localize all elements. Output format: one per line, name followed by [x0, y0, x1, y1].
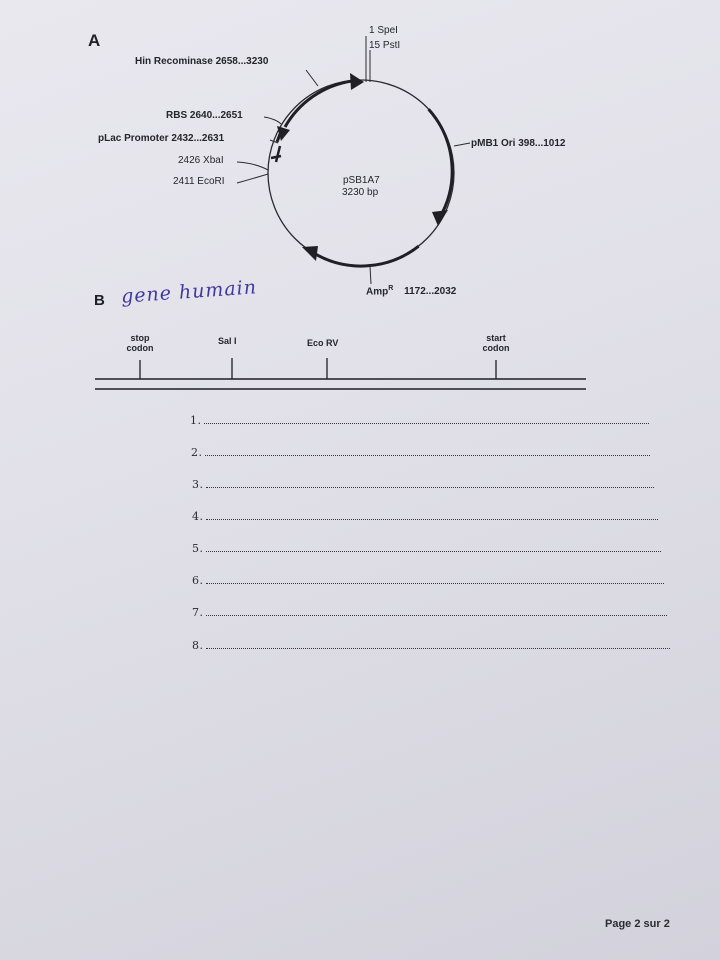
- answer-line: 3.: [192, 478, 654, 491]
- answer-number: 1.: [190, 414, 202, 427]
- stop-codon-line2: codon: [126, 343, 154, 353]
- pmb1-arrowhead: [432, 210, 448, 226]
- answer-line: 7.: [192, 606, 667, 619]
- answer-line: 4.: [192, 510, 658, 523]
- answer-line: 6.: [192, 574, 664, 587]
- pmb1-ori-label: pMB1 Ori 398...1012: [471, 138, 566, 149]
- hin-arrowhead: [350, 73, 364, 90]
- rbs-leader: [263, 116, 282, 125]
- plasmid-size: 3230 bp: [342, 187, 379, 198]
- start-codon-line2: codon: [482, 343, 510, 353]
- pmb1-leader: [453, 142, 471, 147]
- plac-promoter-label: pLac Promoter 2432...2631: [98, 133, 225, 144]
- rbs-label: RBS 2640...2651: [166, 110, 243, 121]
- ampr-arrowhead: [302, 246, 318, 261]
- answer-number: 7.: [192, 606, 204, 619]
- ampr-range: 1172...2032: [404, 286, 457, 298]
- plac-leader: [269, 139, 279, 144]
- sal-i-label: Sal I: [218, 336, 237, 346]
- answer-line: 1.: [190, 414, 649, 427]
- stop-codon-line1: stop: [130, 333, 150, 343]
- ampr-name: Amp: [366, 286, 389, 298]
- answer-line: 5.: [192, 542, 661, 555]
- ecori-label: 2411 EcoRI: [173, 176, 225, 187]
- hin-arc: [283, 79, 353, 128]
- answer-number: 3.: [192, 478, 204, 491]
- xbai-label: 2426 XbaI: [178, 155, 224, 166]
- section-a-letter: A: [88, 31, 101, 50]
- hin-recombinase-label: Hin Recominase 2658...3230: [135, 56, 269, 67]
- eco-rv-label: Eco RV: [307, 338, 339, 348]
- answer-number: 5.: [192, 542, 204, 555]
- answer-number: 4.: [192, 510, 204, 523]
- xbai-leader: [236, 161, 269, 171]
- psti-label: 15 PstI: [369, 40, 401, 51]
- pmb1-arc: [427, 108, 454, 218]
- section-b-letter: B: [94, 292, 105, 309]
- answer-number: 2.: [191, 446, 203, 459]
- ampr-label: AmpR 1172...2032: [366, 285, 456, 297]
- ampr-leader: [369, 265, 372, 285]
- start-codon-line1: start: [486, 333, 506, 343]
- xbai-mark: [270, 145, 282, 163]
- plasmid-circle: [267, 79, 455, 267]
- spei-label: 1 SpeI: [369, 25, 398, 36]
- ecori-leader: [236, 173, 269, 184]
- plasmid-name: pSB1A7: [343, 175, 380, 186]
- hin-leader: [305, 69, 319, 87]
- answer-line: 2.: [191, 446, 650, 459]
- answer-number: 6.: [192, 574, 204, 587]
- answer-line: 8.: [192, 639, 670, 652]
- ampr-superscript: R: [388, 285, 394, 292]
- start-codon-label: start codon: [472, 333, 520, 353]
- answer-number: 8.: [192, 639, 204, 652]
- stop-codon-label: stop codon: [116, 333, 164, 353]
- ampr-arc: [311, 245, 420, 268]
- page-number: Page 2 sur 2: [605, 918, 670, 930]
- plac-arrowhead: [277, 126, 290, 141]
